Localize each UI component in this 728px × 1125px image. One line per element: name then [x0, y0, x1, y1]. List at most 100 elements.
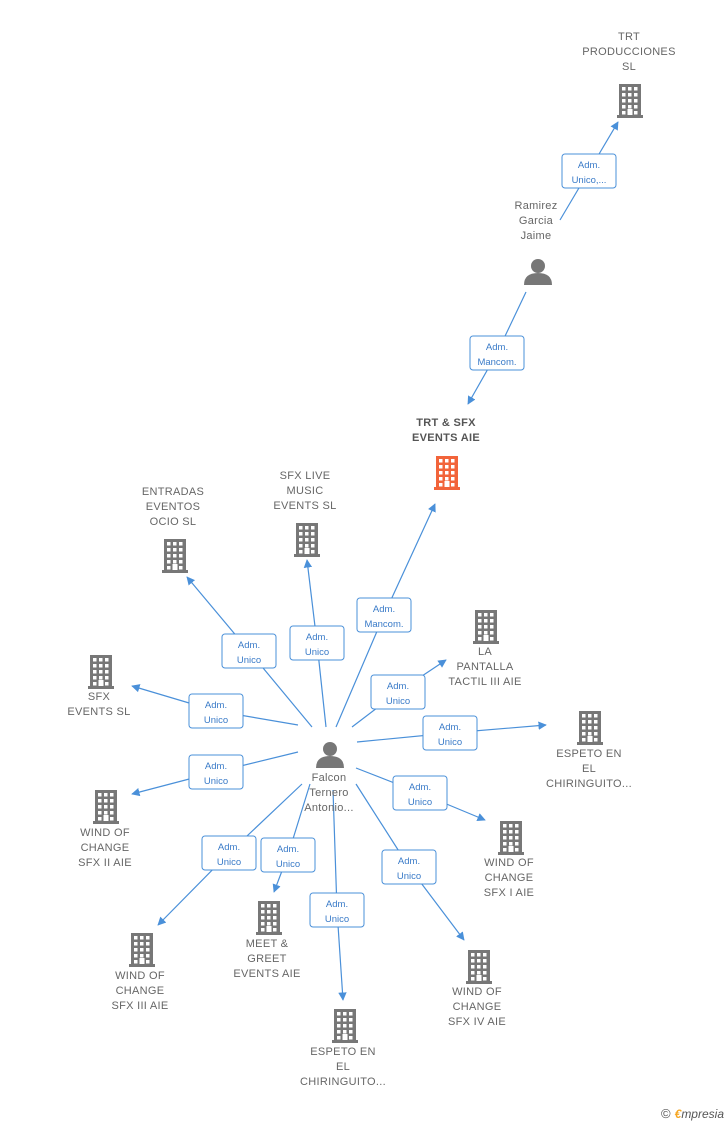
node-entradas[interactable]: ENTRADAS EVENTOS OCIO SL — [142, 486, 204, 573]
empresia-logo-text: mpresia — [681, 1107, 724, 1121]
empresia-credit[interactable]: ©€mpresia — [661, 1106, 724, 1121]
edge-label-text: Mancom. — [364, 619, 403, 630]
node-label: WIND OF — [484, 857, 534, 869]
edge-label-box — [356, 597, 412, 633]
building-icon — [466, 950, 492, 984]
edge-label[interactable]: Adm.Unico — [370, 674, 426, 710]
edge-falcon-to-meet: Adm.Unico — [260, 783, 316, 893]
node-label: WIND OF — [115, 970, 165, 982]
edge-falcon-to-espeto1: Adm. Unico — [356, 715, 547, 751]
edge-label-text: Adm. — [373, 604, 395, 615]
building-icon — [473, 610, 499, 644]
node-label: CHIRINGUITO... — [546, 778, 632, 790]
edge-falcon-to-wind1: Adm.Unico — [355, 767, 486, 821]
edge-label[interactable]: Adm.Unico — [392, 775, 448, 811]
edge-label-text: Unico,... — [572, 175, 607, 186]
person-icon — [316, 742, 344, 768]
edge-label[interactable]: Adm. Mancom. — [356, 597, 412, 633]
node-label: Jaime — [521, 230, 552, 242]
node-falcon[interactable]: FalconTerneroAntonio... — [304, 742, 353, 814]
edge-label[interactable]: Adm. Unico — [422, 715, 478, 751]
edge-label-text: Adm. — [277, 844, 299, 855]
edge-ramirez-to-trt_sfx: Adm.Mancom. — [467, 291, 527, 405]
node-label: EVENTOS — [146, 501, 200, 513]
edge-label-text: Adm. — [486, 342, 508, 353]
edge-label-box — [289, 625, 345, 661]
edge-label-text: Unico — [438, 737, 462, 748]
edge-falcon-to-sfxevents: Adm.Unico — [131, 684, 299, 729]
node-espeto2[interactable]: ESPETO ENELCHIRINGUITO... — [300, 1009, 386, 1088]
node-label: Ternero — [309, 787, 348, 799]
building-icon — [617, 84, 643, 118]
edge-label[interactable]: Adm.Unico — [188, 693, 244, 729]
building-icon — [577, 711, 603, 745]
node-label: ESPETO EN — [556, 748, 621, 760]
node-label: EL — [336, 1061, 350, 1073]
edge-falcon-to-entradas: Adm.Unico — [186, 576, 313, 728]
edge-label-box — [201, 835, 257, 871]
edge-label[interactable]: Adm.Unico — [309, 892, 365, 928]
edge-ramirez-to-trt_prod: Adm.Unico,... — [559, 121, 619, 221]
node-label: SFX LIVE — [280, 470, 331, 482]
node-label: TRT — [618, 31, 640, 43]
building-icon — [434, 456, 460, 490]
edge-label-text: Adm. — [218, 842, 240, 853]
edge-label-text: Adm. — [439, 722, 461, 733]
node-label: EVENTS SL — [273, 500, 336, 512]
node-label: PANTALLA — [456, 661, 513, 673]
node-label: CHANGE — [116, 985, 165, 997]
node-label: WIND OF — [452, 986, 502, 998]
node-label: SFX — [88, 691, 111, 703]
node-label: CHANGE — [81, 842, 130, 854]
edge-label[interactable]: Adm.Mancom. — [469, 335, 525, 371]
edge-label[interactable]: Adm. Unico — [289, 625, 345, 661]
node-sfxlive[interactable]: SFX LIVE MUSIC EVENTS SL — [273, 470, 336, 557]
node-label: EVENTS SL — [67, 706, 130, 718]
edge-falcon-to-espeto2: Adm.Unico — [309, 789, 365, 1001]
node-sfxevents[interactable]: SFX EVENTS SL — [67, 655, 130, 718]
empresia-logo-initial: € — [674, 1107, 682, 1121]
node-label: GREET — [247, 953, 286, 965]
edge-label[interactable]: Adm.Unico — [381, 849, 437, 885]
node-espeto1[interactable]: ESPETO ENELCHIRINGUITO... — [546, 711, 632, 790]
node-label: ENTRADAS — [142, 486, 204, 498]
edge-label-box — [392, 775, 448, 811]
building-icon — [93, 790, 119, 824]
edge-falcon-to-wind4: Adm. Unico — [355, 783, 465, 941]
node-label: TACTIL III AIE — [448, 676, 521, 688]
edge-label-text: Adm. — [398, 856, 420, 867]
building-icon — [256, 901, 282, 935]
node-label: EVENTS AIE — [233, 968, 300, 980]
node-label: CHIRINGUITO... — [300, 1076, 386, 1088]
edge-label-text: Unico — [386, 696, 410, 707]
node-label: OCIO SL — [150, 516, 197, 528]
edge-label-text: Unico — [217, 857, 241, 868]
copyright-icon: © — [661, 1106, 671, 1121]
edge-label[interactable]: Adm.Unico,... — [561, 153, 617, 189]
edge-label-box — [469, 335, 525, 371]
node-label: MUSIC — [287, 485, 324, 497]
node-label: SL — [622, 61, 636, 73]
edge-label[interactable]: Adm.Unico — [260, 837, 316, 873]
edge-label-text: Adm. — [306, 632, 328, 643]
node-label: SFX II AIE — [78, 857, 132, 869]
edge-label[interactable]: Adm.Unico — [221, 633, 277, 669]
edge-label-text: Unico — [305, 647, 329, 658]
node-label: SFX IV AIE — [448, 1016, 506, 1028]
node-label: EVENTS AIE — [412, 432, 480, 444]
edge-label[interactable]: Adm. Unico — [201, 835, 257, 871]
edge-falcon-to-pantalla: Adm.Unico — [351, 659, 447, 728]
node-label: Antonio... — [304, 802, 353, 814]
edge-label-text: Unico — [408, 797, 432, 808]
edge-label[interactable]: Adm.Unico — [188, 754, 244, 790]
